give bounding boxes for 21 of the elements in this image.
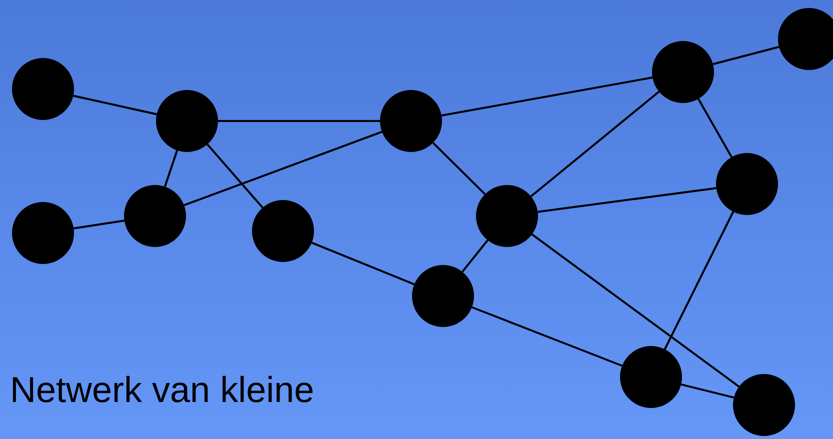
connector-line: [184, 130, 382, 206]
circle-node: [476, 185, 538, 247]
connector-line: [441, 76, 653, 116]
connector-line: [73, 94, 157, 116]
connector-line: [472, 306, 622, 367]
connector-line: [680, 383, 734, 399]
connector-line: [218, 120, 380, 122]
caption-text: Netwerk van kleine: [10, 370, 314, 410]
connector-line: [164, 150, 178, 187]
connector-line: [311, 242, 415, 286]
connector-line: [530, 90, 660, 198]
connector-line: [538, 187, 716, 213]
connector-line: [432, 142, 486, 195]
circle-node: [778, 8, 833, 70]
connector-line: [712, 46, 780, 66]
connector-line: [531, 234, 740, 388]
connector-line: [462, 240, 488, 272]
connector-line: [74, 220, 124, 230]
connector-line: [664, 211, 734, 350]
connector-line: [698, 98, 732, 158]
connector-line: [206, 144, 264, 208]
